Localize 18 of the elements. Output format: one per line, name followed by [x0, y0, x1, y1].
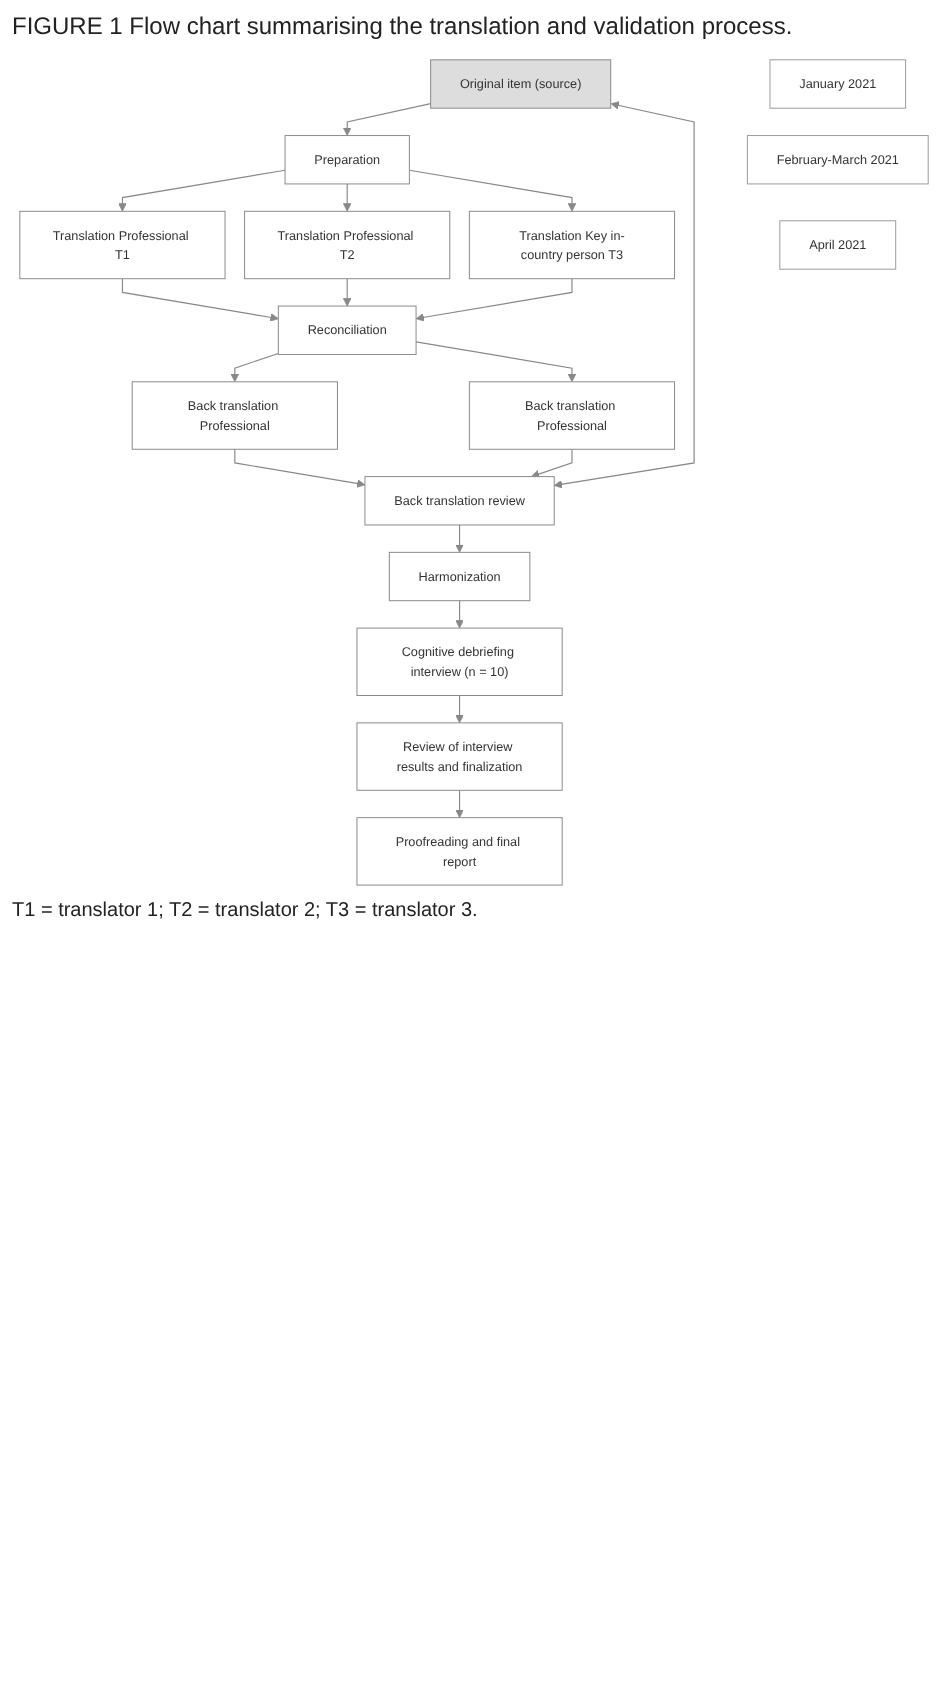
arrow — [408, 169, 577, 212]
arrow — [415, 341, 577, 383]
figure-caption: T1 = translator 1; T2 = translator 2; T3 = translator 3. — [12, 900, 480, 923]
arrow — [530, 448, 573, 479]
arrow — [455, 789, 464, 819]
arrow — [234, 448, 366, 488]
arrow — [342, 103, 432, 136]
arrow — [121, 278, 279, 322]
arrow — [342, 278, 352, 307]
arrow — [553, 101, 695, 489]
figure-title: FIGURE 1 Flow chart summarising the translation and validation process. — [12, 12, 795, 40]
arrow — [455, 524, 464, 553]
arrow — [230, 352, 279, 383]
arrow — [455, 600, 464, 629]
arrow — [455, 694, 464, 724]
arrow — [415, 278, 573, 322]
arrow — [342, 183, 352, 212]
arrow — [118, 169, 286, 212]
